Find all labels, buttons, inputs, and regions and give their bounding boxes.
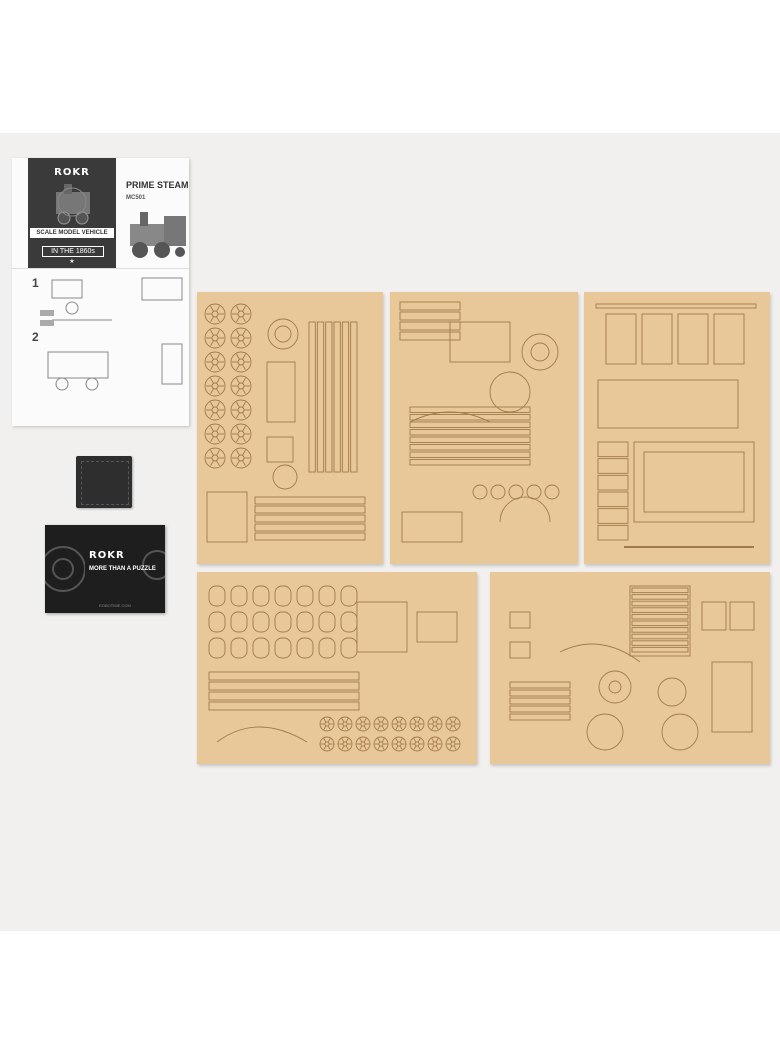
sheet-2-parts — [399, 301, 560, 543]
sheet-5-parts — [509, 585, 755, 751]
wood-sheet-3 — [584, 292, 770, 564]
sheet-3-parts — [595, 303, 757, 548]
manual-cover-badge: ROKR SCALE MODEL VEHICLE IN THE 1860s ★ — [28, 158, 116, 268]
sheet-1-parts — [204, 303, 366, 543]
manual-step-1: 1 — [32, 276, 39, 290]
card-brand-logo: ROKR — [89, 550, 125, 561]
manual-era: IN THE 1860s — [42, 246, 104, 257]
manual-title: PRIME STEAM — [126, 180, 189, 190]
gear-pattern-icon-right — [142, 550, 165, 580]
manual-brand-logo: ROKR — [54, 167, 90, 178]
wood-sheet-5 — [490, 572, 770, 764]
card-tagline: MORE THAN A PUZZLE — [89, 566, 156, 572]
assembly-diagrams — [40, 277, 183, 391]
adhesive-pad — [76, 456, 132, 508]
wood-sheet-1 — [197, 292, 383, 564]
sheet-4-parts — [208, 585, 461, 752]
brand-card: ROKR MORE THAN A PUZZLE ROBOTIME.COM — [45, 525, 165, 613]
locomotive-illustration — [130, 212, 186, 258]
instruction-manual: ROKR SCALE MODEL VEHICLE IN THE 1860s ★ … — [12, 158, 189, 426]
locomotive-icon — [56, 184, 90, 225]
card-url: ROBOTIME.COM — [99, 603, 131, 608]
manual-code: MC501 — [126, 195, 146, 201]
wood-sheet-4 — [197, 572, 477, 764]
manual-banner: SCALE MODEL VEHICLE — [30, 228, 114, 238]
gear-pattern-icon — [45, 546, 85, 592]
wood-sheet-2 — [390, 292, 578, 564]
manual-step-2: 2 — [32, 330, 39, 344]
star-icon: ★ — [69, 259, 75, 265]
